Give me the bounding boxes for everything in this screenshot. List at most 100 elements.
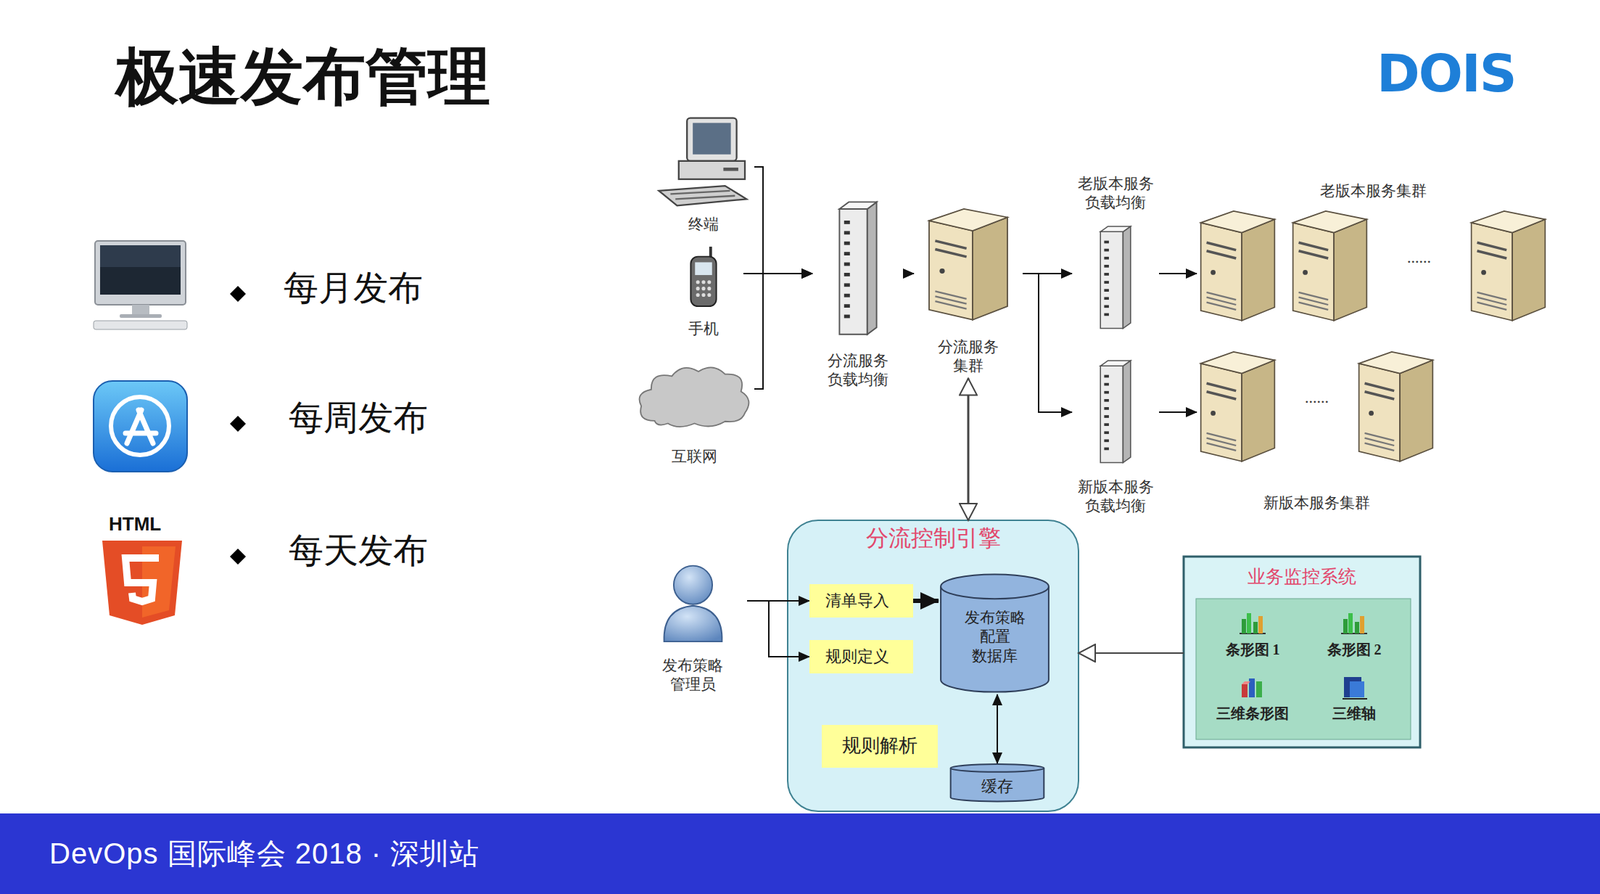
- shape: [839, 208, 867, 335]
- panel-heading: 业务监控系统: [1183, 556, 1421, 588]
- shape: [1103, 414, 1109, 418]
- shape: [1201, 211, 1276, 233]
- icon-node: 互联网: [634, 355, 755, 466]
- shape: [1206, 443, 1237, 451]
- shape: [681, 243, 727, 309]
- shape: [843, 262, 850, 267]
- shape: [1122, 225, 1131, 328]
- shape: [229, 285, 246, 302]
- shape: [1365, 443, 1395, 451]
- chart-icon: [1236, 672, 1269, 700]
- shape: [1103, 398, 1109, 402]
- shape: [686, 118, 737, 162]
- shape: [1096, 356, 1135, 465]
- shape: [929, 220, 973, 320]
- shape: [670, 190, 730, 195]
- shape: [229, 415, 246, 432]
- chart-label: 条形图 1: [1225, 640, 1281, 659]
- shape: [1338, 672, 1371, 700]
- server-icon: [1196, 205, 1279, 323]
- shape: [1206, 302, 1237, 310]
- shape: [1348, 612, 1353, 634]
- shape: [1103, 296, 1109, 300]
- shape: [119, 314, 162, 318]
- shape: [1210, 269, 1216, 275]
- chart-label: 条形图 2: [1327, 640, 1382, 659]
- shape: [696, 293, 700, 297]
- shape: [843, 241, 850, 246]
- shape: [866, 201, 877, 334]
- shape: [1100, 365, 1123, 463]
- shape: [1349, 681, 1365, 698]
- node-label: 互联网: [671, 446, 718, 466]
- shape: [132, 304, 150, 315]
- shape: [1342, 697, 1368, 700]
- shape: [1103, 248, 1109, 251]
- database-cylinder: 发布策略 配置 数据库: [938, 571, 1051, 695]
- shape: [1103, 288, 1109, 292]
- shape: [639, 366, 750, 427]
- shape: [1103, 304, 1109, 308]
- computer-icon: [652, 114, 755, 209]
- slide-title: 极速发布管理: [116, 42, 491, 111]
- app-store-icon: [93, 380, 188, 472]
- connector: [1159, 272, 1197, 275]
- shape: [1103, 272, 1109, 276]
- shape: [1103, 390, 1109, 394]
- connector: [996, 694, 999, 764]
- shape: [1241, 681, 1251, 684]
- shape: [100, 245, 181, 267]
- shape: [1359, 351, 1434, 374]
- shape: [843, 230, 850, 235]
- icon-node: 老版本服务 负载均衡: [1071, 174, 1160, 331]
- shape: [694, 261, 712, 275]
- shape: [102, 540, 183, 625]
- chart-label: 三维轴: [1332, 704, 1376, 723]
- shape: [1359, 363, 1401, 462]
- shape: [678, 161, 745, 180]
- load-balancer-icon: [834, 197, 882, 337]
- server-icon: [924, 203, 1012, 322]
- shape: [1103, 430, 1109, 434]
- icon-node: 分流服务 集群: [913, 203, 1023, 376]
- shape: [1299, 302, 1329, 310]
- icon-node: 分流服务 负载均衡: [812, 197, 903, 390]
- server-icon: [1467, 205, 1550, 323]
- shape: [1354, 346, 1437, 463]
- shape: [1246, 612, 1252, 634]
- shape: [1103, 447, 1109, 451]
- shape: [839, 201, 877, 209]
- shape: [93, 380, 188, 472]
- icon-node: 手机: [663, 243, 744, 338]
- shape: [1302, 269, 1308, 275]
- shape: [634, 355, 755, 436]
- shape: [1206, 250, 1237, 259]
- shape: [924, 203, 1012, 322]
- shape: [690, 256, 716, 307]
- chart-icon: [1338, 608, 1371, 637]
- shape: [1236, 608, 1269, 637]
- footer-band: DevOps 国际峰会 2018 · 深圳站: [0, 813, 1600, 894]
- node-label: 老版本服务 负载均衡: [1075, 174, 1156, 213]
- shape: [843, 272, 850, 277]
- shape: [1103, 280, 1109, 284]
- shape: [1103, 312, 1109, 316]
- connector: [754, 166, 813, 274]
- node-label: 新版本服务集群: [1263, 493, 1371, 513]
- shape: [1471, 211, 1546, 233]
- shape: [696, 286, 700, 291]
- shape: [95, 240, 186, 305]
- monitor-inner-panel: [1196, 598, 1411, 740]
- shape: [1477, 242, 1508, 251]
- server-cluster: 老版本服务集群......: [1196, 181, 1550, 323]
- icon-node: 发布策略 管理员: [638, 559, 748, 695]
- shape: [1365, 382, 1395, 391]
- shape: [934, 300, 967, 309]
- chart-item: 条形图 1: [1209, 608, 1297, 668]
- shape: [1103, 382, 1109, 386]
- shape: [658, 559, 728, 643]
- shape: [1258, 615, 1263, 634]
- icon-caption: HTML: [108, 512, 162, 536]
- load-balancer-icon: [1096, 222, 1135, 331]
- shape: [701, 293, 705, 297]
